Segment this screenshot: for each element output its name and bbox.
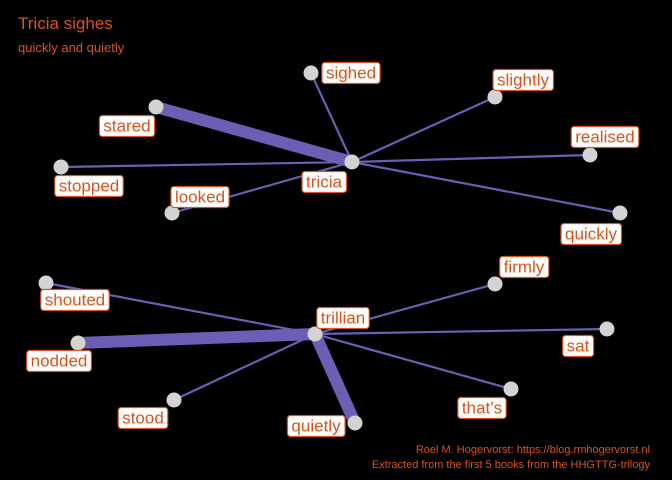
- node-label-text: sighed: [326, 64, 376, 83]
- node-realised: [582, 147, 598, 163]
- node-label-box: [570, 125, 640, 149]
- node-label-text: quietly: [291, 417, 341, 436]
- edge-tricia-sighed: [310, 72, 353, 163]
- node-quietly: [347, 415, 363, 431]
- node-label-text: stood: [122, 409, 164, 428]
- node-label-stopped: stopped: [54, 174, 124, 198]
- node-label-text: stared: [103, 117, 150, 136]
- node-label-text: firmly: [504, 258, 545, 277]
- node-label-quickly: quickly: [560, 222, 623, 246]
- edge-trillian-nodded: [77, 328, 316, 349]
- node-label-text: sat: [567, 337, 590, 356]
- node-stood: [166, 392, 182, 408]
- node-label-box: [170, 185, 230, 209]
- node-label-box: [560, 222, 623, 246]
- node-quickly: [612, 205, 628, 221]
- node-that-s: [503, 381, 519, 397]
- node-label-that-s: that’s: [457, 396, 507, 420]
- node-label-box: [562, 334, 595, 358]
- node-nodded: [70, 335, 86, 351]
- node-label-quietly: quietly: [286, 414, 346, 438]
- node-label-box: [40, 288, 110, 312]
- node-trillian: [307, 326, 323, 342]
- node-sighed: [303, 65, 319, 81]
- node-sat: [599, 321, 615, 337]
- node-label-box: [286, 414, 346, 438]
- node-label-box: [492, 68, 555, 92]
- node-label-stared: stared: [98, 114, 156, 138]
- node-label-text: quickly: [565, 225, 617, 244]
- node-label-text: realised: [575, 128, 635, 147]
- node-label-box: [499, 255, 550, 279]
- node-label-realised: realised: [570, 125, 640, 149]
- node-label-text: shouted: [45, 291, 106, 310]
- edge-tricia-stared: [154, 101, 354, 168]
- edges-layer: [45, 72, 621, 426]
- node-label-text: slightly: [497, 71, 549, 90]
- edge-tricia-stopped: [60, 160, 353, 169]
- node-label-firmly: firmly: [499, 255, 550, 279]
- node-label-text: trillian: [321, 309, 365, 328]
- nodes-layer: [38, 65, 628, 431]
- node-firmly: [487, 276, 503, 292]
- node-label-text: nodded: [31, 352, 88, 371]
- node-label-sat: sat: [562, 334, 595, 358]
- node-looked: [164, 205, 180, 221]
- node-slightly: [487, 89, 503, 105]
- node-label-text: that’s: [462, 399, 502, 418]
- node-label-text: looked: [175, 188, 225, 207]
- edge-tricia-slightly: [351, 95, 496, 164]
- node-label-box: [54, 174, 124, 198]
- node-label-box: [321, 61, 381, 85]
- node-label-stood: stood: [117, 406, 169, 430]
- chart-title: Tricia sighes: [18, 14, 113, 33]
- chart-subtitle: quickly and quietly: [18, 40, 125, 55]
- edge-trillian-stood: [173, 333, 316, 401]
- node-label-box: [457, 396, 507, 420]
- node-label-box: [98, 114, 156, 138]
- edge-trillian-quietly: [309, 331, 361, 426]
- node-label-box: [117, 406, 169, 430]
- edge-trillian-sat: [314, 327, 608, 336]
- edge-tricia-realised: [351, 153, 591, 164]
- node-label-box: [26, 349, 92, 373]
- node-label-text: stopped: [59, 177, 120, 196]
- node-stared: [148, 99, 164, 115]
- node-label-box: [301, 170, 348, 194]
- node-stopped: [53, 159, 69, 175]
- node-label-shouted: shouted: [40, 288, 110, 312]
- node-label-looked: looked: [170, 185, 230, 209]
- node-label-box: [316, 306, 370, 330]
- node-label-trillian: trillian: [316, 306, 370, 330]
- edge-trillian-that-s: [314, 332, 512, 391]
- node-tricia: [344, 154, 360, 170]
- node-label-tricia: tricia: [301, 170, 348, 194]
- node-label-sighed: sighed: [321, 61, 381, 85]
- caption-line-2: Extracted from the first 5 books from th…: [371, 459, 650, 471]
- node-label-text: tricia: [306, 173, 342, 192]
- caption-line-1: Roel M. Hogervorst: https://blog.rmhoger…: [415, 444, 650, 456]
- node-label-nodded: nodded: [26, 349, 92, 373]
- edge-tricia-quickly: [351, 160, 621, 215]
- caption: Roel M. Hogervorst: https://blog.rmhoger…: [372, 443, 650, 473]
- node-shouted: [38, 275, 54, 291]
- node-label-slightly: slightly: [492, 68, 555, 92]
- labels-layer: sighed slightly stared realised stopped looke…: [26, 61, 640, 438]
